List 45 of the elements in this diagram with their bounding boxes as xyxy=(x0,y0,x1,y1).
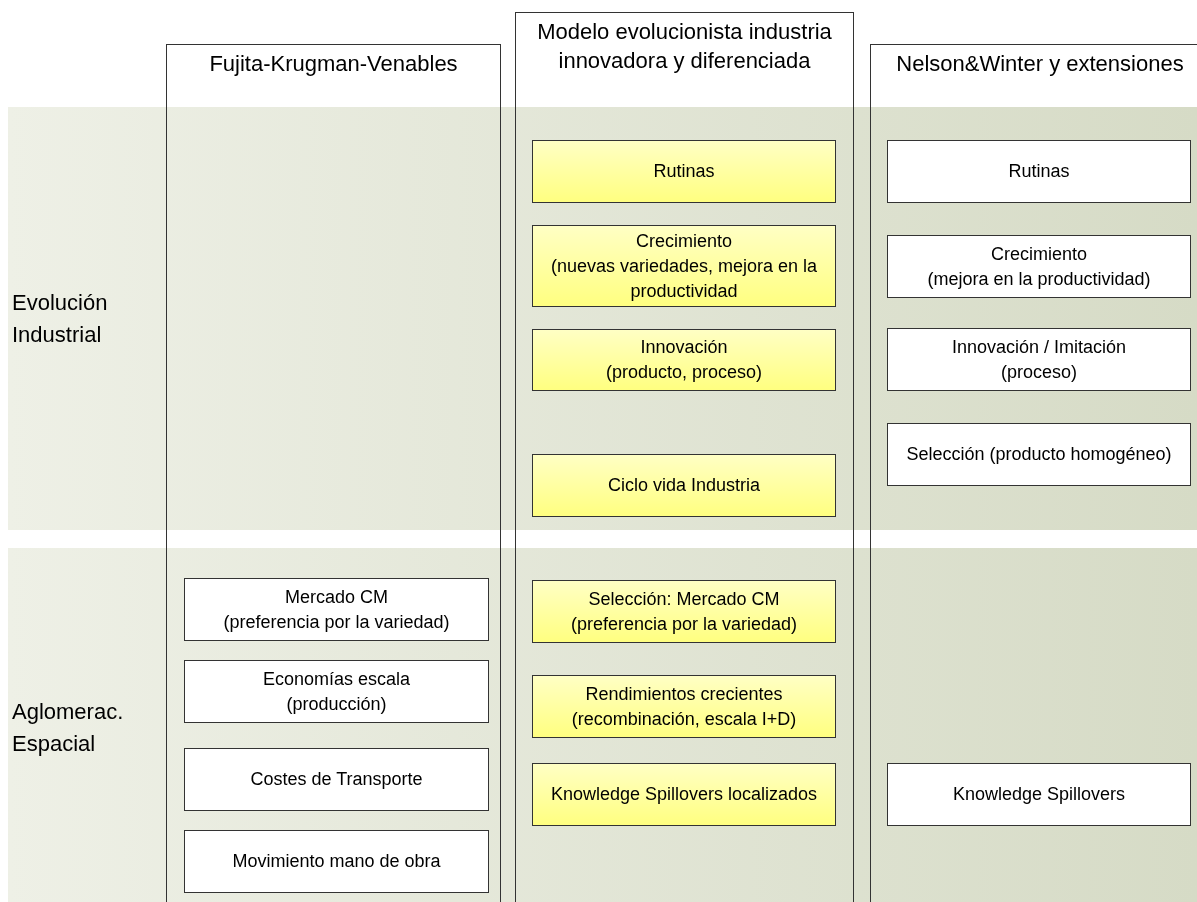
box-text: Crecimiento xyxy=(636,229,732,253)
box-text: (mejora en la productividad) xyxy=(927,267,1151,291)
box-text: Knowledge Spillovers xyxy=(952,783,1126,806)
concept-box xyxy=(532,580,836,643)
concept-box xyxy=(184,830,489,893)
box-text: (producción) xyxy=(286,692,387,716)
concept-box xyxy=(532,763,836,826)
concept-box xyxy=(184,748,489,811)
concept-box xyxy=(887,140,1191,203)
column-heading: Modelo evolucionista industria innovadora y diferenciada xyxy=(536,18,833,75)
box-text: (preferencia por la variedad) xyxy=(223,610,450,634)
box-text: Innovación / Imitación xyxy=(951,335,1127,359)
row-heading: Evolución Industrial xyxy=(12,288,109,349)
box-text: Mercado CM xyxy=(285,585,388,609)
box-text: Rutinas xyxy=(653,160,715,183)
box-text: (nuevas variedades, mejora en la productividad xyxy=(549,254,819,303)
concept-box xyxy=(532,329,836,391)
box-text: Movimiento mano de obra xyxy=(232,850,441,873)
box-text: Economías escala xyxy=(262,667,411,691)
box-text: (preferencia por la variedad) xyxy=(570,612,798,636)
box-text: Selección: Mercado CM xyxy=(588,587,780,611)
box-text: Costes de Transporte xyxy=(250,768,423,791)
concept-box xyxy=(532,454,836,517)
box-text: (producto, proceso) xyxy=(605,361,763,384)
row-heading: Aglomerac. Espacial xyxy=(12,698,125,758)
box-text: Rutinas xyxy=(1008,160,1070,183)
concept-box xyxy=(887,763,1191,826)
concept-box xyxy=(184,660,489,723)
concept-box xyxy=(887,235,1191,298)
box-text: (proceso) xyxy=(1001,360,1077,384)
concept-box xyxy=(532,675,836,738)
concept-box xyxy=(887,423,1191,486)
concept-box xyxy=(532,140,836,203)
concept-box xyxy=(887,328,1191,391)
box-text: Selección (producto homogéneo) xyxy=(906,443,1172,466)
box-text: (recombinación, escala I+D) xyxy=(571,707,797,731)
box-text: Rendimientos crecientes xyxy=(585,682,783,706)
box-text: Innovación xyxy=(640,336,728,359)
concept-box xyxy=(532,225,836,307)
box-text: Ciclo vida Industria xyxy=(607,474,761,497)
concept-box xyxy=(184,578,489,641)
box-text: Knowledge Spillovers localizados xyxy=(550,783,818,806)
box-text: Crecimiento xyxy=(991,242,1087,266)
column-heading: Nelson&Winter y extensiones xyxy=(895,50,1185,78)
column-heading: Fujita-Krugman-Venables xyxy=(208,50,459,78)
